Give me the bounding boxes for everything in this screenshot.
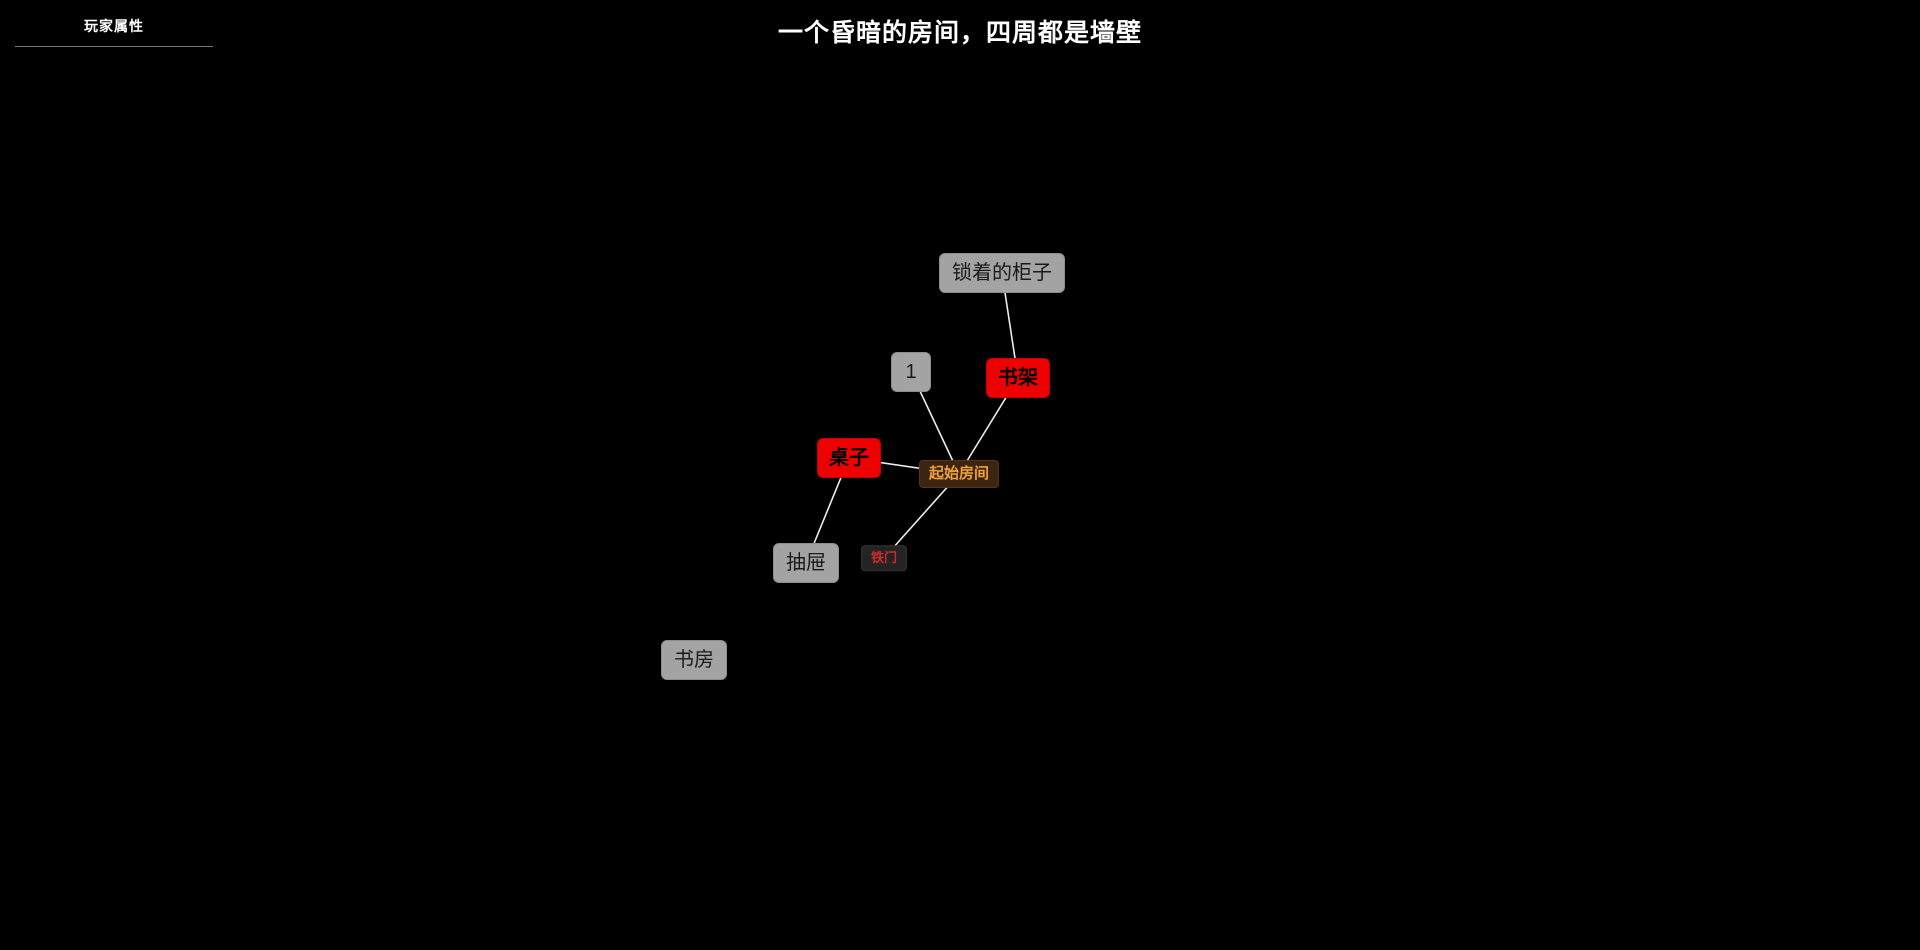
- node-label: 书房: [674, 649, 714, 671]
- sidebar-divider: [15, 46, 213, 47]
- node-start-room[interactable]: 起始房间: [918, 460, 1000, 488]
- node-label: 1: [905, 361, 917, 383]
- player-attributes-title: 玩家属性: [84, 18, 144, 34]
- node-label: 铁门: [870, 550, 898, 566]
- node-table[interactable]: 桌子: [817, 438, 881, 478]
- node-bookshelf[interactable]: 书架: [986, 358, 1050, 398]
- node-1[interactable]: 1: [891, 352, 931, 392]
- scene-title: 一个昏暗的房间，四周都是墙壁: [777, 19, 1142, 47]
- node-label: 书架: [998, 367, 1038, 389]
- node-drawer[interactable]: 抽屉: [773, 543, 839, 583]
- node-label: 桌子: [829, 447, 869, 469]
- node-label: 起始房间: [928, 465, 990, 482]
- node-label: 抽屉: [786, 552, 826, 574]
- node-locked-cabinet[interactable]: 锁着的柜子: [939, 253, 1065, 293]
- node-study[interactable]: 书房: [661, 640, 727, 680]
- node-label: 锁着的柜子: [952, 262, 1052, 284]
- player-attributes-panel: 玩家属性: [15, 0, 213, 47]
- node-iron-door[interactable]: 铁门: [860, 545, 908, 571]
